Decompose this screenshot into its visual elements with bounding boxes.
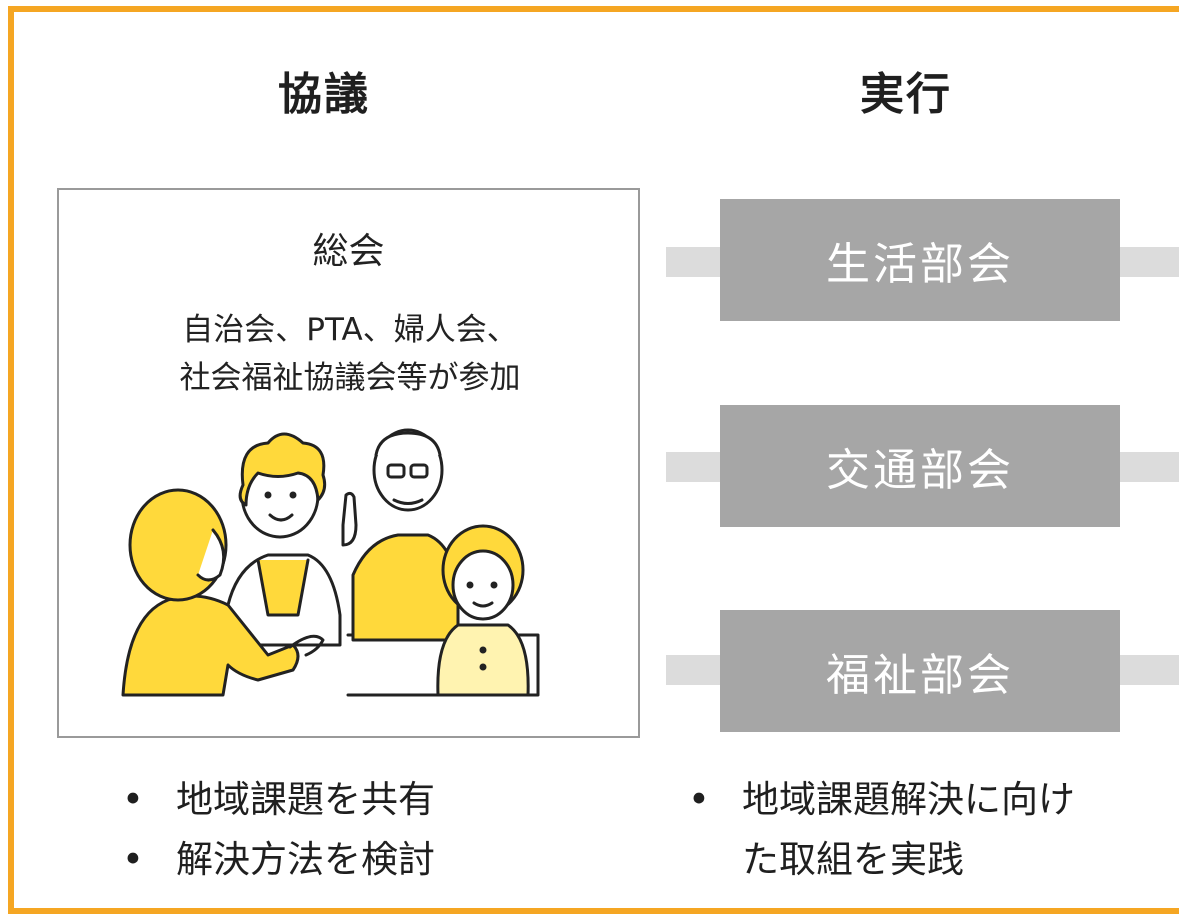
- bullet-dot: •: [688, 778, 710, 821]
- connector-right-3: [1120, 655, 1179, 685]
- connector-right-2: [1120, 452, 1179, 482]
- heading-execution: 実行: [860, 69, 952, 120]
- list-item: • 地域課題解決に向け: [680, 770, 1075, 830]
- connector-left-1: [666, 247, 720, 277]
- connector-left-2: [666, 452, 720, 482]
- bullet-text-continuation: た取組を実践: [742, 838, 964, 881]
- list-item: • 解決方法を検討: [114, 830, 435, 890]
- participants-line-1: 自治会、PTA、婦人会、: [182, 312, 518, 348]
- connector-right-1: [1120, 247, 1179, 277]
- general-assembly-title: 総会: [312, 231, 385, 272]
- subcommittee-traffic: 交通部会: [720, 405, 1120, 527]
- bullet-text: 解決方法を検討: [176, 838, 435, 881]
- meeting-people-illustration: [121, 428, 540, 697]
- subcommittee-welfare: 福祉部会: [720, 610, 1120, 732]
- bullet-text: 地域課題解決に向け: [742, 778, 1075, 821]
- right-bullet-list: • 地域課題解決に向け た取組を実践: [680, 770, 1075, 890]
- heading-deliberation: 協議: [278, 69, 370, 120]
- connector-left-3: [666, 655, 720, 685]
- list-item: • 地域課題を共有: [114, 770, 435, 830]
- bullet-text: 地域課題を共有: [176, 778, 435, 821]
- bullet-dot: •: [122, 778, 144, 821]
- bullet-dot: •: [122, 838, 144, 881]
- left-bullet-list: • 地域課題を共有 • 解決方法を検討: [114, 770, 435, 890]
- subcommittee-life: 生活部会: [720, 199, 1120, 321]
- participants-line-2: 社会福祉協議会等が参加: [179, 360, 521, 396]
